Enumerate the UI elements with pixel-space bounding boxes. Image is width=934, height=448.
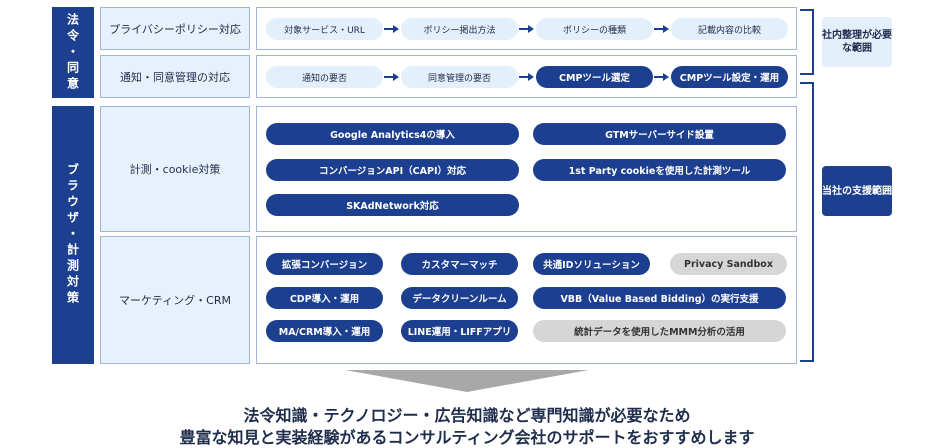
marketing-item-enhanced-conversion: 拡張コンバージョン (266, 253, 383, 275)
privacy-step-1: 対象サービス・URL (266, 18, 383, 40)
consent-step-4: CMPツール設定・運用 (671, 66, 788, 88)
marketing-item-ma-crm: MA/CRM導入・運用 (266, 320, 383, 342)
marketing-item-privacy-sandbox: Privacy Sandbox (670, 253, 787, 275)
conclusion-line-1: 法令知識・テクノロジー・広告知識など専門知識が必要なため (243, 406, 691, 425)
category-marketing: マーケティング・CRM (100, 236, 250, 364)
privacy-step-3: ポリシーの種類 (536, 18, 653, 40)
browser-measurement-label: ブラウザ・計測対策 (65, 163, 80, 307)
marketing-item-mmm: 統計データを使用したMMM分析の活用 (533, 320, 786, 342)
marketing-item-cdp: CDP導入・運用 (266, 287, 383, 309)
arrow-line (519, 28, 529, 30)
category-marketing-label: マーケティング・CRM (119, 294, 231, 307)
internal-scope-callout: 社内整理が必要な範囲 (822, 17, 892, 67)
arrow-line (384, 76, 394, 78)
measurement-item-ga4: Google Analytics4の導入 (266, 123, 519, 145)
marketing-item-vbb: VBB（Value Based Bidding）の実行支援 (533, 287, 786, 309)
arrow-line (654, 76, 664, 78)
arrow-line (384, 28, 394, 30)
category-privacy-policy: プライバシーポリシー対応 (100, 7, 250, 50)
measurement-item-gtm: GTMサーバーサイド設置 (533, 123, 786, 145)
marketing-item-common-id: 共通IDソリューション (533, 253, 650, 275)
arrow-head (393, 73, 399, 81)
category-consent: 通知・同意管理の対応 (100, 55, 250, 98)
category-consent-label: 通知・同意管理の対応 (120, 70, 230, 84)
marketing-item-customer-match: カスタマーマッチ (401, 253, 518, 275)
arrow-head (528, 73, 534, 81)
arrow-head (393, 25, 399, 33)
support-scope-text: 当社の支援範囲 (822, 185, 892, 197)
browser-measurement-sidebar: ブラウザ・計測対策 (52, 106, 94, 364)
measurement-item-1st-party: 1st Party cookieを使用した計測ツール (533, 159, 786, 181)
measurement-item-capi: コンバージョンAPI（CAPI）対応 (266, 159, 519, 181)
support-scope-bracket (800, 82, 814, 362)
category-privacy-policy-label: プライバシーポリシー対応 (109, 22, 241, 36)
privacy-step-4: 記載内容の比較 (671, 18, 788, 40)
marketing-item-data-clean-room: データクリーンルーム (401, 287, 518, 309)
law-consent-label: 法令・同意 (65, 12, 80, 93)
conclusion-line-2: 豊富な知見と実装経験があるコンサルティング会社のサポートをおすすめします (179, 428, 755, 447)
marketing-item-line: LINE運用・LIFFアプリ (401, 320, 518, 342)
law-consent-sidebar: 法令・同意 (52, 7, 94, 98)
consent-step-1: 通知の要否 (266, 66, 383, 88)
down-arrow-icon (345, 370, 589, 392)
arrow-line (519, 76, 529, 78)
privacy-step-2: ポリシー掲出方法 (401, 18, 518, 40)
consent-step-2: 同意管理の要否 (401, 66, 518, 88)
category-measurement: 計測・cookie対策 (100, 106, 250, 232)
measurement-item-skadnetwork: SKAdNetwork対応 (266, 194, 519, 216)
internal-scope-bracket (800, 9, 814, 75)
consent-step-3: CMPツール選定 (536, 66, 653, 88)
arrow-line (654, 28, 664, 30)
arrow-head (528, 25, 534, 33)
internal-scope-text: 社内整理が必要な範囲 (822, 30, 892, 54)
support-scope-callout: 当社の支援範囲 (822, 166, 892, 216)
category-measurement-label: 計測・cookie対策 (129, 163, 221, 176)
arrow-head (663, 73, 669, 81)
arrow-head (663, 25, 669, 33)
